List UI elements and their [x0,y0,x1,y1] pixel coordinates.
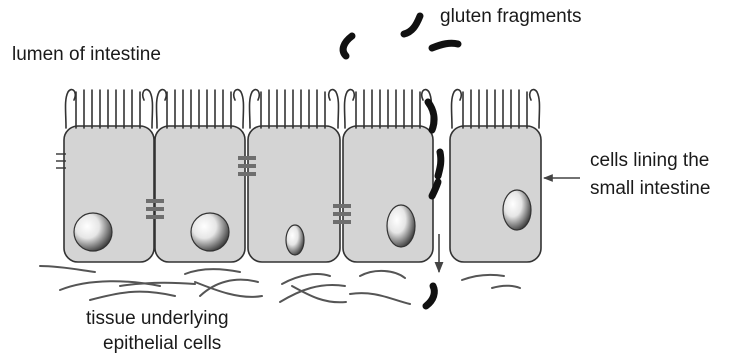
nucleus [503,190,531,230]
cell-body [343,126,433,262]
epithelial-cell-2 [155,90,245,262]
nucleus [74,213,112,251]
nucleus [191,213,229,251]
label-cells-lining-line1: cells lining the [590,150,709,172]
underlying-tissue-fibers [40,266,520,304]
gluten-fragment-1 [343,36,352,56]
gluten-fragment-7 [426,286,434,306]
epithelial-cell-3 [248,90,340,262]
epithelial-cell-5 [450,90,541,262]
nucleus [286,225,304,255]
cell-body [450,126,541,262]
epithelial-cells [56,90,541,262]
label-gluten-fragments: gluten fragments [440,6,582,28]
microvilli [452,90,540,128]
gluten-fragment-3 [432,43,458,48]
microvilli [250,90,339,128]
nucleus [387,205,415,247]
gluten-fragment-5 [438,152,441,176]
microvilli [345,90,432,128]
epithelial-cell-4 [343,90,433,262]
label-tissue-underlying-line1: tissue underlying [86,308,229,330]
microvilli [66,90,153,128]
microvilli [157,90,244,128]
label-tissue-underlying-line2: epithelial cells [103,333,221,355]
label-cells-lining-line2: small intestine [590,178,710,200]
epithelial-cell-1 [56,90,154,262]
label-lumen-of-intestine: lumen of intestine [12,44,161,66]
gluten-fragment-4 [428,102,434,130]
gluten-fragment-2 [404,16,420,34]
